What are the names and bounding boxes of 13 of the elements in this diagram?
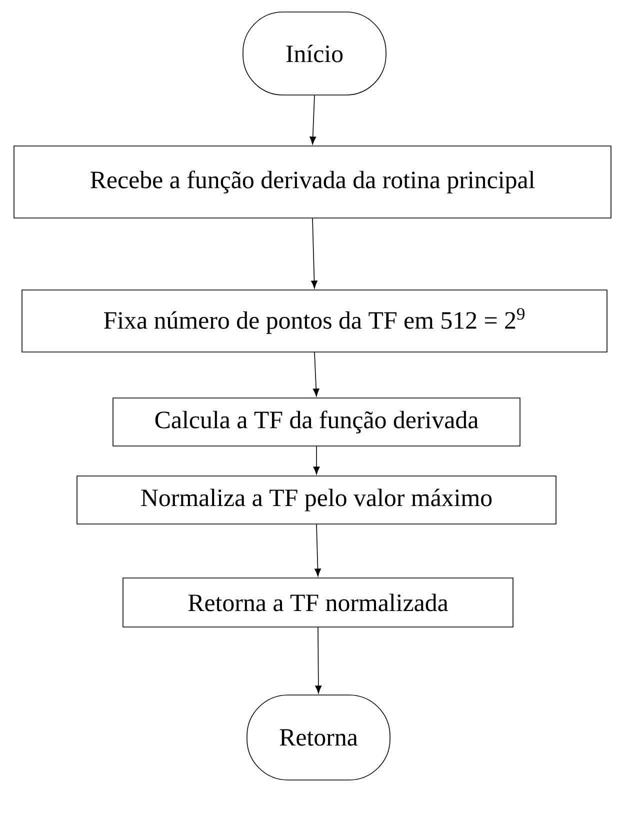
arrow bbox=[311, 218, 318, 288]
terminal-box: Retorna bbox=[246, 694, 390, 780]
terminal-box: Início bbox=[242, 12, 386, 96]
arrow bbox=[312, 352, 320, 396]
arrow bbox=[314, 524, 321, 576]
process-box: Fixa número de pontos da TF em 512 = 2$^{9}$ bbox=[22, 290, 608, 352]
process-box: Calcula a TF da função derivada bbox=[112, 398, 520, 446]
arrow bbox=[315, 627, 322, 694]
arrow bbox=[313, 446, 320, 474]
process-box: Normaliza a TF pelo valor máximo bbox=[76, 476, 556, 524]
process-box: Retorna a TF normalizada bbox=[122, 578, 514, 628]
process-box: Recebe a função derivada da rotina principal bbox=[14, 146, 612, 218]
arrow bbox=[310, 95, 316, 144]
